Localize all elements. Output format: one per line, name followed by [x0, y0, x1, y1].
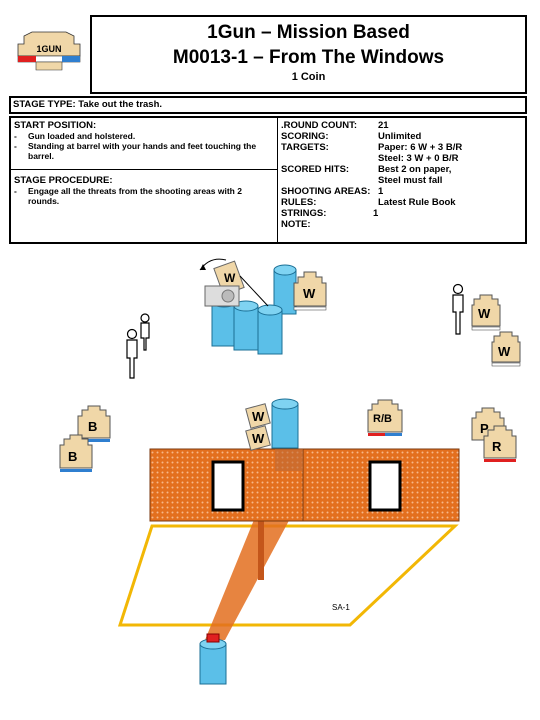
stage-procedure-heading: STAGE PROCEDURE:	[14, 175, 113, 186]
svg-text:W: W	[252, 431, 265, 446]
details-column: .ROUND COUNT: 21 SCORING: Unlimited TARGET…	[281, 120, 525, 230]
detail-key: SCORING:	[281, 131, 329, 142]
stage-type: STAGE TYPE: Take out the trash.	[9, 96, 527, 114]
shooting-area-outline	[117, 524, 459, 627]
title-box: 1Gun – Mission Based M0013-1 – From The …	[90, 15, 527, 94]
paper-target-w: W	[491, 331, 521, 367]
1gun-logo: 1GUN	[17, 31, 81, 71]
detail-value: Unlimited	[378, 131, 422, 142]
detail-key: STRINGS:	[281, 208, 327, 219]
detail-row: Steel: 3 W + 0 B/R	[281, 153, 525, 164]
detail-row: SCORED HITS: Best 2 on paper,	[281, 164, 525, 175]
paper-target-b: B	[77, 405, 111, 442]
paper-target-w: W	[293, 271, 327, 311]
logo-text: 1GUN	[36, 44, 61, 54]
detail-key: .ROUND COUNT:	[281, 120, 357, 131]
detail-row: SHOOTING AREAS: 1	[281, 186, 525, 197]
list-item: Engage all the threats from the shooting…	[14, 186, 274, 206]
detail-value: Paper: 6 W + 3 B/R	[378, 142, 463, 153]
detail-value: 21	[378, 120, 389, 131]
stage-subtitle: M0013-1 – From The Windows	[172, 47, 445, 68]
paper-target-w: W	[471, 294, 501, 331]
svg-text:B: B	[88, 419, 97, 434]
detail-key: RULES:	[281, 197, 317, 208]
stage-procedure-list: Engage all the threats from the shooting…	[14, 186, 274, 206]
list-item: Standing at barrel with your hands and f…	[14, 141, 274, 161]
detail-value: Steel must fall	[378, 175, 443, 186]
window-left	[211, 460, 245, 512]
detail-row: RULES: Latest Rule Book	[281, 197, 525, 208]
detail-value: Steel: 3 W + 0 B/R	[378, 153, 459, 164]
paper-target-b: B	[59, 434, 93, 472]
stage-procedure-section: STAGE PROCEDURE: Engage all the threats …	[11, 173, 277, 208]
no-shoot-figure	[452, 283, 464, 335]
no-shoot-figure	[126, 313, 150, 379]
detail-row: Steel must fall	[281, 175, 525, 186]
coin-label: 1 Coin	[291, 71, 326, 83]
paper-target-rb: R/B	[367, 399, 403, 436]
svg-text:W: W	[303, 286, 316, 301]
swinger-target: W	[199, 258, 269, 307]
start-position-heading: START POSITION:	[14, 120, 97, 131]
svg-text:W: W	[224, 271, 236, 285]
svg-text:B: B	[68, 449, 77, 464]
steel-target-w: W	[245, 403, 271, 429]
shooting-area-label: SA-1	[332, 603, 350, 612]
barrel-cluster	[211, 264, 297, 355]
svg-text:R/B: R/B	[373, 413, 392, 425]
detail-row: STRINGS: 1	[281, 208, 525, 219]
svg-text:P: P	[480, 421, 489, 436]
detail-key: TARGETS:	[281, 142, 329, 153]
left-column: START POSITION: Gun loaded and holstered…	[11, 118, 278, 242]
paper-target-r: R	[483, 425, 517, 462]
start-position-list: Gun loaded and holstered. Standing at ba…	[14, 131, 274, 161]
detail-value: Best 2 on paper,	[378, 164, 452, 175]
wall-gap-highlight	[275, 449, 303, 471]
svg-text:W: W	[498, 344, 511, 359]
detail-key: NOTE:	[281, 219, 311, 230]
stage-info-table: START POSITION: Gun loaded and holstered…	[9, 116, 527, 244]
detail-row: TARGETS: Paper: 6 W + 3 B/R	[281, 142, 525, 153]
detail-value: 1	[378, 186, 384, 197]
detail-row: SCORING: Unlimited	[281, 131, 525, 142]
svg-text:W: W	[252, 409, 265, 424]
detail-row: .ROUND COUNT: 21	[281, 120, 525, 131]
detail-row: NOTE:	[281, 219, 525, 230]
svg-text:R: R	[492, 439, 502, 454]
shooting-lane-stripe	[258, 500, 264, 580]
page-title: 1Gun – Mission Based	[207, 22, 410, 43]
window-right	[368, 460, 402, 512]
steel-target-w: W	[245, 425, 271, 451]
detail-key: SHOOTING AREAS:	[281, 186, 371, 197]
shooting-lane	[205, 500, 300, 640]
svg-text:W: W	[478, 306, 491, 321]
list-item: Gun loaded and holstered.	[14, 131, 274, 141]
detail-value: Latest Rule Book	[378, 197, 456, 208]
detail-value: 1	[373, 208, 379, 219]
start-position-section: START POSITION: Gun loaded and holstered…	[11, 118, 277, 170]
start-barrel	[199, 633, 227, 685]
barrel	[271, 403, 299, 449]
detail-key: SCORED HITS:	[281, 164, 350, 175]
